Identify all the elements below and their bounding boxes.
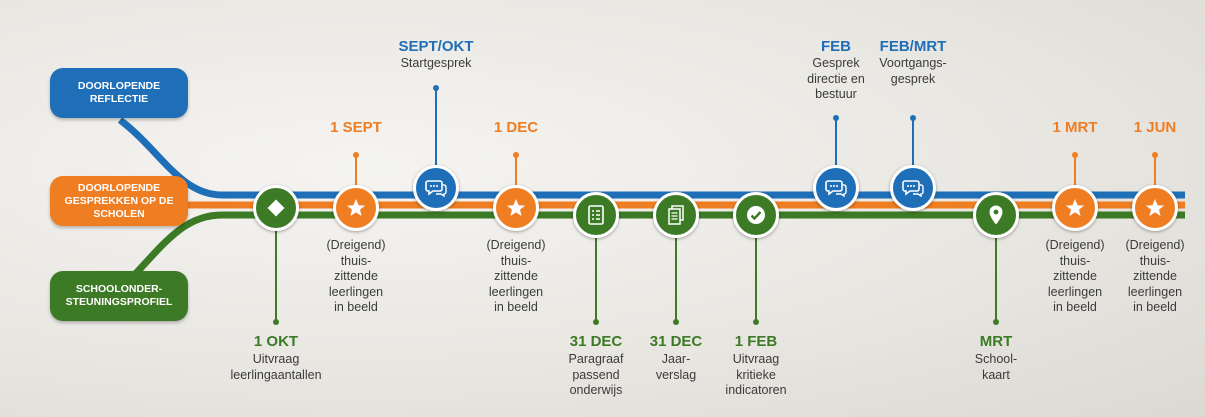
checklist-icon	[588, 205, 604, 225]
track-label-reflectie-text: Doorlopende reflectie	[77, 80, 161, 105]
date-1-mrt: 1 MRT	[1052, 119, 1098, 136]
track-label-reflectie: Doorlopende reflectie	[50, 68, 188, 118]
desc-1-sept: (Dreigend) thuis- zittende leerlingen in…	[326, 238, 386, 314]
node-31-dec-paragraaf	[573, 192, 619, 238]
star-icon	[507, 199, 525, 216]
node-1-feb	[733, 192, 779, 238]
node-1-mrt	[1052, 185, 1098, 231]
desc-1-mrt: (Dreigend) thuis- zittende leerlingen in…	[1045, 238, 1105, 314]
date-1-feb: 1 FEB	[734, 333, 778, 350]
desc-sept-okt: Startgesprek	[400, 56, 472, 70]
date-1-dec: 1 DEC	[493, 119, 539, 136]
track-label-ondersteuningsprofiel-text: Schoolonder-steuningsprofiel	[65, 283, 173, 308]
node-feb-mrt	[890, 165, 936, 211]
location-pin-icon	[989, 205, 1003, 225]
date-1-okt: 1 OKT	[253, 333, 299, 350]
star-icon	[1146, 199, 1164, 216]
desc-feb: Gesprek directie en bestuur	[807, 56, 865, 101]
chat-icon	[425, 180, 447, 198]
track-label-gesprekken-text: Doorlopende gesprekken op de scholen	[64, 181, 174, 220]
diamond-icon	[267, 199, 285, 217]
date-1-sept: 1 SEPT	[330, 119, 382, 136]
chat-icon	[902, 180, 924, 198]
date-mrt: MRT	[979, 333, 1013, 350]
node-1-dec	[493, 185, 539, 231]
track-label-ondersteuningsprofiel: Schoolonder-steuningsprofiel	[50, 271, 188, 321]
desc-1-jun: (Dreigend) thuis- zittende leerlingen in…	[1125, 238, 1185, 314]
date-feb: FEB	[821, 38, 851, 55]
date-31-dec-paragraaf: 31 DEC	[569, 333, 623, 350]
desc-mrt: School- kaart	[974, 352, 1018, 382]
chat-icon	[825, 180, 847, 198]
node-1-sept	[333, 185, 379, 231]
star-icon	[1066, 199, 1084, 216]
date-feb-mrt: FEB/MRT	[879, 38, 947, 55]
desc-1-dec: (Dreigend) thuis- zittende leerlingen in…	[486, 238, 546, 314]
check-icon	[747, 206, 765, 224]
node-1-jun	[1132, 185, 1178, 231]
documents-icon	[668, 205, 684, 225]
node-31-dec-jaarverslag	[653, 192, 699, 238]
star-icon	[347, 199, 365, 216]
node-feb	[813, 165, 859, 211]
date-31-dec-jaarverslag: 31 DEC	[649, 333, 703, 350]
desc-1-okt: Uitvraag leerlingaantallen	[230, 352, 322, 382]
upper-connectors	[353, 85, 1158, 185]
date-1-jun: 1 JUN	[1133, 119, 1177, 136]
desc-1-feb: Uitvraag kritieke indicatoren	[725, 352, 787, 397]
track-label-gesprekken: Doorlopende gesprekken op de scholen	[50, 176, 188, 226]
node-mrt	[973, 192, 1019, 238]
blue-track-line	[117, 117, 1185, 199]
desc-feb-mrt: Voortgangs- gesprek	[879, 56, 947, 86]
lower-connectors	[273, 230, 999, 325]
date-sept-okt: SEPT/OKT	[398, 38, 474, 55]
node-sept-okt	[413, 165, 459, 211]
desc-31-dec-paragraaf: Paragraaf passend onderwijs	[568, 352, 624, 397]
node-1-okt	[253, 185, 299, 231]
desc-31-dec-jaarverslag: Jaar- verslag	[655, 352, 697, 382]
